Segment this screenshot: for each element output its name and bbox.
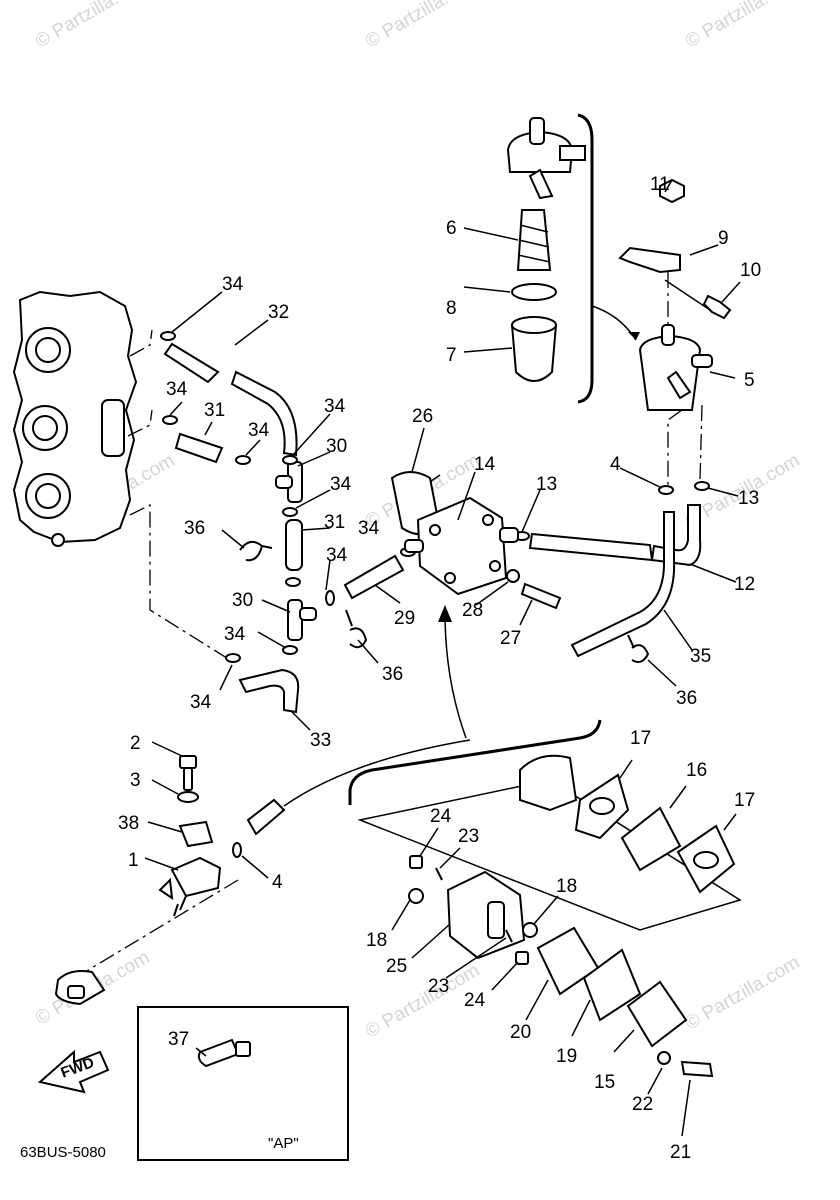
callout-9: 9: [718, 228, 729, 249]
callout-29: 29: [394, 608, 415, 629]
callout-5: 5: [744, 370, 755, 391]
inset-box-ap: "AP": [137, 1006, 349, 1161]
callout-31: 31: [324, 512, 345, 533]
callout-26: 26: [412, 406, 433, 427]
fuel-connector: [54, 970, 106, 1006]
callout-34: 34: [166, 379, 188, 400]
watermark: © Partzilla.com: [32, 0, 153, 52]
fuel-joint-1: [158, 755, 222, 917]
callout-11: 11: [650, 174, 670, 195]
callout-6: 6: [446, 218, 457, 239]
callout-33: 33: [310, 730, 331, 751]
callout-36: 36: [382, 664, 403, 685]
assembly-lines: [79, 272, 711, 976]
callout-27: 27: [500, 628, 521, 649]
fuel-filter-group: [506, 113, 732, 411]
callout-18: 18: [556, 876, 577, 897]
joint-30-lower: [287, 599, 317, 641]
callout-14: 14: [474, 454, 496, 475]
joint-30-upper: [275, 461, 303, 503]
callout-23: 23: [428, 976, 449, 997]
callout-labels: 11 9 10 6 8 7 5 34 32 34 31 34 34 30 34 …: [118, 174, 761, 1163]
callout-15: 15: [594, 1072, 615, 1093]
callout-34: 34: [190, 692, 212, 713]
engine-block: [12, 290, 138, 547]
callout-2: 2: [130, 733, 141, 754]
callout-24: 24: [464, 990, 486, 1011]
callout-28: 28: [462, 600, 483, 621]
callout-34: 34: [330, 474, 352, 495]
callout-3: 3: [130, 770, 141, 791]
callout-4: 4: [610, 454, 621, 475]
callout-30: 30: [326, 436, 347, 457]
pump-breakdown-parts: [408, 754, 736, 1078]
hoses: [163, 342, 702, 836]
callout-34: 34: [224, 624, 246, 645]
callout-24: 24: [430, 806, 452, 827]
callout-17: 17: [630, 728, 651, 749]
callout-13: 13: [738, 488, 759, 509]
watermark: © Partzilla.com: [682, 0, 803, 52]
callout-18: 18: [366, 930, 387, 951]
callout-34: 34: [324, 396, 346, 417]
callout-22: 22: [632, 1094, 653, 1115]
callout-20: 20: [510, 1022, 531, 1043]
callout-34: 34: [358, 518, 380, 539]
callout-13: 13: [536, 474, 557, 495]
callout-23: 23: [458, 826, 479, 847]
callout-4: 4: [272, 872, 283, 893]
callout-36: 36: [184, 518, 205, 539]
inset-caption: "AP": [268, 1135, 299, 1152]
callout-1: 1: [128, 850, 139, 871]
callout-37: 37: [168, 1029, 189, 1050]
callout-7: 7: [446, 345, 457, 366]
callout-16: 16: [686, 760, 707, 781]
leader-lines: [144, 179, 741, 1137]
fwd-arrow: FWD: [37, 1049, 110, 1094]
callout-34: 34: [248, 420, 270, 441]
callout-35: 35: [690, 646, 711, 667]
callout-30: 30: [232, 590, 253, 611]
callout-19: 19: [556, 1046, 577, 1067]
callout-34: 34: [222, 274, 244, 295]
callout-12: 12: [734, 574, 755, 595]
callout-17: 17: [734, 790, 755, 811]
callout-32: 32: [268, 302, 289, 323]
callout-34: 34: [326, 545, 348, 566]
fuel-pump-14: [390, 471, 562, 610]
watermark: © Partzilla.com: [362, 0, 483, 52]
callout-8: 8: [446, 298, 457, 319]
callout-36: 36: [676, 688, 697, 709]
callout-25: 25: [386, 956, 407, 977]
callout-10: 10: [740, 260, 761, 281]
diagram-code: 63BUS-5080: [20, 1144, 106, 1161]
watermark: © Partzilla.com: [682, 952, 803, 1034]
callout-31: 31: [204, 400, 225, 421]
callout-21: 21: [670, 1142, 691, 1163]
callout-38: 38: [118, 813, 139, 834]
pump-breakdown-frame: [348, 605, 742, 931]
